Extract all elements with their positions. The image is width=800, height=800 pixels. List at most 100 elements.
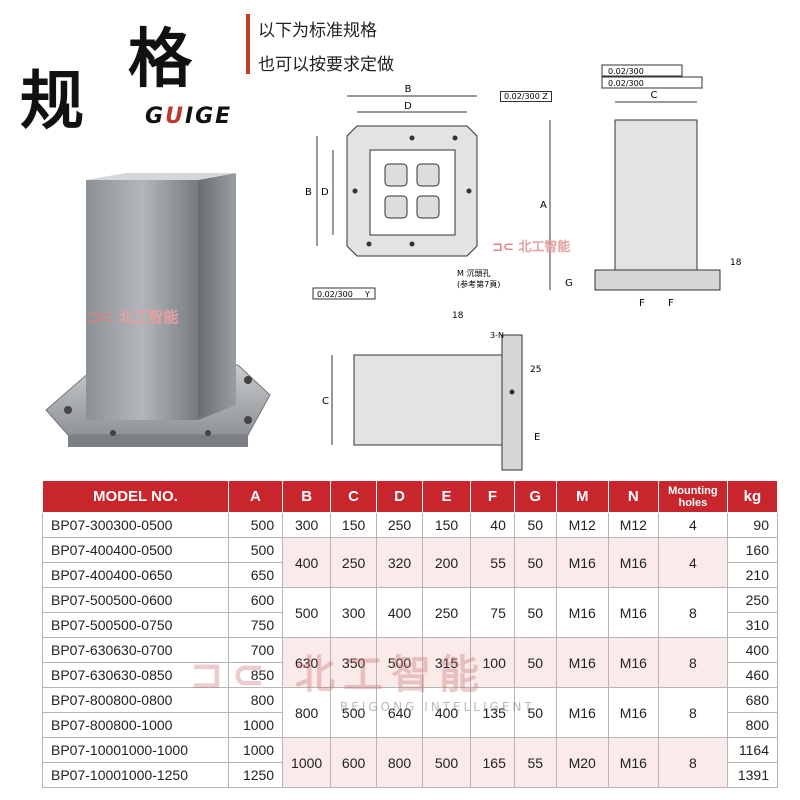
cell-e: 200 xyxy=(421,537,472,588)
dim-a-front: A xyxy=(540,200,547,211)
title-divider xyxy=(246,14,250,74)
cell-m: M12 xyxy=(555,512,609,538)
cell-holes: 8 xyxy=(657,737,728,788)
cell-c: 250 xyxy=(330,537,378,588)
tol-z: 0.02/300 xyxy=(504,92,540,101)
cell-c: 300 xyxy=(330,587,378,638)
cell-kg: 210 xyxy=(726,562,779,588)
cell-e: 400 xyxy=(421,687,472,738)
cell-m: M16 xyxy=(555,637,609,688)
tol-front-1: 0.02/300 xyxy=(608,67,644,76)
cell-a: 850 xyxy=(227,662,284,688)
cell-f: 75 xyxy=(470,587,515,638)
dim-b-side: B xyxy=(305,187,312,198)
cell-kg: 310 xyxy=(726,612,779,638)
dim-18-side: 18 xyxy=(452,311,464,321)
table-row: BP07-400400-0500 500 400 250 320 200 55 … xyxy=(42,537,779,588)
table-row: BP07-630630-0850 850 460 xyxy=(42,662,779,688)
title-latin-post: IGE xyxy=(184,104,233,129)
col-header-n: N xyxy=(607,480,659,513)
cell-model: BP07-400400-0500 xyxy=(42,537,229,563)
cell-holes: 8 xyxy=(657,687,728,738)
cell-a: 750 xyxy=(227,612,284,638)
cell-model: BP07-800800-0800 xyxy=(42,687,229,713)
dim-18-front: 18 xyxy=(730,258,742,268)
col-header-kg: kg xyxy=(726,480,779,513)
cell-c: 600 xyxy=(330,737,378,788)
drawing-top-view: B D B D M 沉頭孔 (参考第7頁) 0.02/300 Y xyxy=(305,84,500,300)
cell-g: 50 xyxy=(513,587,557,638)
col-header-b: B xyxy=(282,480,332,513)
brand-logo-text: 北工智能 xyxy=(118,308,179,326)
spec-table: MODEL NO. A B C D E F G M N Mounting hol… xyxy=(42,480,779,788)
note-line-1: 以下为标准规格 xyxy=(258,21,377,41)
dim-g-front: G xyxy=(565,278,573,289)
cell-holes: 4 xyxy=(657,537,728,588)
cell-b: 630 xyxy=(282,637,332,688)
title-char-1: 规 xyxy=(20,64,84,139)
title-latin: GUIGE xyxy=(145,104,232,129)
hole-m-label: M 沉頭孔 xyxy=(457,269,490,278)
hole-m-ref: (参考第7頁) xyxy=(457,279,500,289)
title-latin-accent: U xyxy=(165,104,185,129)
cell-holes: 8 xyxy=(657,637,728,688)
cell-model: BP07-300300-0500 xyxy=(42,512,229,538)
cell-e: 250 xyxy=(421,587,472,638)
cell-n: M16 xyxy=(607,737,659,788)
table-row: BP07-500500-0600 600 500 300 400 250 75 … xyxy=(42,587,779,638)
cell-e: 315 xyxy=(421,637,472,688)
cell-a: 500 xyxy=(227,512,284,538)
cell-model: BP07-630630-0850 xyxy=(42,662,229,688)
cell-n: M16 xyxy=(607,637,659,688)
spec-table-body: BP07-300300-0500 500 300 150 250 150 40 … xyxy=(42,512,779,788)
table-row: BP07-10001000-1000 1000 1000 600 800 500… xyxy=(42,737,779,788)
dim-f-front-2: F xyxy=(668,298,674,309)
brand-logo-text-2: 北工智能 xyxy=(518,240,571,255)
col-header-g: G xyxy=(513,480,557,513)
cell-a: 500 xyxy=(227,537,284,563)
cell-f: 135 xyxy=(470,687,515,738)
cell-model: BP07-630630-0700 xyxy=(42,637,229,663)
cell-g: 50 xyxy=(513,687,557,738)
cell-model: BP07-800800-1000 xyxy=(42,712,229,738)
dim-d-side: D xyxy=(321,187,329,198)
table-row: BP07-500500-0750 750 310 xyxy=(42,612,779,638)
dim-d-top: D xyxy=(404,101,412,112)
cell-holes: 8 xyxy=(657,587,728,638)
drawing-side-view: C E 25 18 3-N xyxy=(322,311,541,471)
tol-y: 0.02/300 xyxy=(317,290,353,299)
cell-kg: 460 xyxy=(726,662,779,688)
cell-n: M16 xyxy=(607,537,659,588)
note-line-2: 也可以按要求定做 xyxy=(258,55,394,75)
cell-model: BP07-10001000-1000 xyxy=(42,737,229,763)
cell-kg: 680 xyxy=(726,687,779,713)
cell-a: 650 xyxy=(227,562,284,588)
cell-f: 100 xyxy=(470,637,515,688)
col-header-mounting-holes: Mounting holes xyxy=(657,480,728,513)
cell-b: 500 xyxy=(282,587,332,638)
cell-d: 320 xyxy=(376,537,423,588)
cell-holes: 4 xyxy=(657,512,728,538)
brand-logo-product: ⊐⊂ 北工智能 xyxy=(88,306,178,327)
cell-d: 640 xyxy=(376,687,423,738)
cell-n: M16 xyxy=(607,687,659,738)
cell-m: M16 xyxy=(555,687,609,738)
col-header-a: A xyxy=(227,480,284,513)
cell-m: M20 xyxy=(555,737,609,788)
title-char-2: 格 xyxy=(128,22,192,97)
cell-f: 40 xyxy=(470,512,515,538)
cell-kg: 400 xyxy=(726,637,779,663)
col-header-f: F xyxy=(470,480,515,513)
cell-d: 400 xyxy=(376,587,423,638)
tol-z-box: 0.02/300 Z xyxy=(500,91,552,102)
cell-b: 300 xyxy=(282,512,332,538)
dim-25-side: 25 xyxy=(530,365,541,375)
cell-kg: 90 xyxy=(726,512,779,538)
cell-model: BP07-500500-0600 xyxy=(42,587,229,613)
brand-logo-icon: ⊐⊂ xyxy=(88,308,114,326)
cell-model: BP07-500500-0750 xyxy=(42,612,229,638)
cell-g: 55 xyxy=(513,737,557,788)
cell-b: 1000 xyxy=(282,737,332,788)
col-header-c: C xyxy=(330,480,378,513)
table-row: BP07-400400-0650 650 210 xyxy=(42,562,779,588)
